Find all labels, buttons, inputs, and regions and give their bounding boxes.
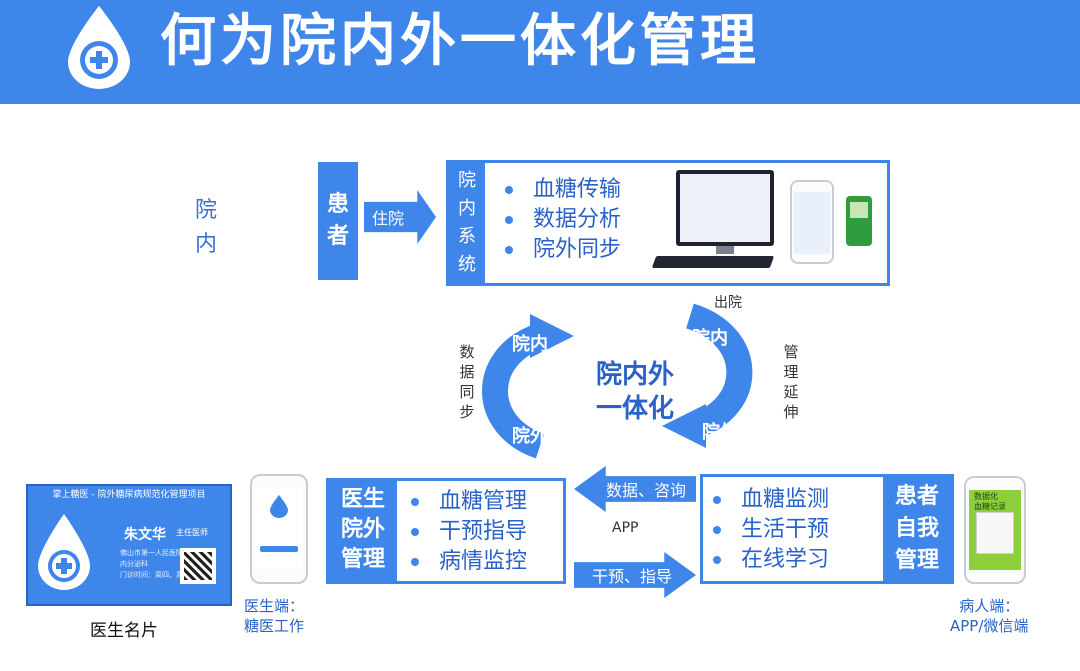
page-title: 何为院内外一体化管理 [160, 9, 760, 74]
patient-phone-caption: 病人端： APP/微信端 [950, 597, 1029, 635]
cycle-tag-top-right: 院内 [692, 328, 728, 349]
doctor-app-logo-icon [270, 495, 288, 518]
card-caption: 医生名片 [90, 621, 158, 641]
app-label: APP [612, 520, 639, 536]
intervene-guide-label: 干预、指导 [592, 567, 673, 586]
doctor-management-box: 医生 院外 管理 血糖管理 干预指导 病情监控 [326, 478, 566, 584]
extend-side-label: 管 理 延 伸 [783, 343, 799, 421]
cycle-tag-bottom-right: 院外 [702, 422, 738, 443]
section-label-inhospital: 院 内 [194, 198, 217, 257]
logo-drop-icon [68, 6, 130, 89]
cycle-tag-top-left: 院内 [512, 334, 548, 355]
discharge-label: 出院 [714, 295, 742, 311]
cycle-arrows [482, 303, 753, 459]
patient-self-box: 血糖监测 生活干预 在线学习 患者 自我 管理 [700, 474, 954, 584]
list-item: 院外同步 [505, 235, 621, 265]
patient-self-list: 血糖监测 生活干预 在线学习 [713, 485, 829, 575]
list-item: 数据分析 [505, 205, 621, 235]
intervene-guide-arrow: 干预、指导 [574, 552, 696, 598]
qr-code-pattern [184, 552, 212, 580]
patient-box: 患 者 [318, 162, 358, 280]
hospital-system-label: 院 内 系 统 [449, 163, 485, 283]
hospital-system-list: 血糖传输 数据分析 院外同步 [505, 175, 621, 265]
admit-arrow: 住院 [364, 190, 436, 244]
phone-screen-image [794, 192, 830, 254]
glucose-meter-screen [850, 202, 868, 218]
list-item: 病情监控 [411, 547, 527, 577]
cycle-center-label: 院内外 一体化 [595, 360, 674, 424]
cycle-tag-bottom-left: 院外 [512, 426, 548, 447]
card-logo-drop-icon [38, 514, 90, 590]
data-consult-label: 数据、咨询 [605, 481, 686, 500]
list-item: 血糖传输 [505, 175, 621, 205]
doctor-phone-login-bar [260, 546, 298, 552]
monitor-stand [716, 246, 734, 254]
patient-phone-screen-text: 数据化 血糖记录 [974, 492, 1006, 511]
list-item: 在线学习 [713, 545, 829, 575]
list-item: 血糖监测 [713, 485, 829, 515]
patient-self-label: 患者 自我 管理 [883, 477, 951, 581]
data-consult-arrow: 数据、咨询 [574, 466, 696, 512]
card-doctor-role: 主任医师 [176, 528, 208, 537]
doctor-management-label: 医生 院外 管理 [329, 481, 397, 581]
admit-arrow-label: 住院 [372, 209, 405, 228]
monitor-screen-image [680, 174, 770, 242]
card-header: 掌上糖医 - 院外糖尿病规范化管理项目 [52, 490, 206, 500]
sync-side-label: 数 据 同 步 [459, 343, 475, 421]
header-bar [0, 0, 1080, 104]
card-details: 佛山市第一人民医院 内分泌科 门诊时间：周四、周五全天 [120, 549, 204, 579]
doctor-management-list: 血糖管理 干预指导 病情监控 [411, 487, 527, 577]
list-item: 血糖管理 [411, 487, 527, 517]
patient-phone-clipboard-image [976, 512, 1014, 554]
list-item: 干预指导 [411, 517, 527, 547]
doctor-phone-caption: 医生端： 糖医工作 [244, 597, 305, 635]
list-item: 生活干预 [713, 515, 829, 545]
keyboard-icon [651, 256, 775, 268]
card-doctor-name: 朱文华 [124, 527, 166, 543]
